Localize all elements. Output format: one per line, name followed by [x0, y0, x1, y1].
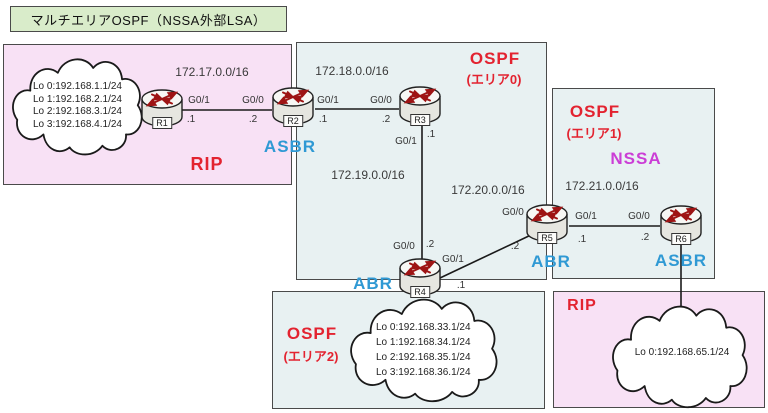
cloud-rip-left-loopbacks: Lo 0:192.168.1.1/24 Lo 1:192.168.2.1/24 … — [33, 81, 122, 131]
diagram-title-text: マルチエリアOSPF（NSSA外部LSA） — [30, 12, 267, 28]
iface-r6-g00: G0/0 — [628, 211, 650, 222]
diagram-title: マルチエリアOSPF（NSSA外部LSA） — [10, 6, 287, 32]
region-ospf-area1 — [552, 88, 715, 279]
router-r5[interactable]: R5 — [525, 203, 569, 245]
router-r2[interactable]: R2 — [271, 86, 315, 128]
label-rip-left: RIP — [190, 154, 224, 174]
cloud-rip-right-loopbacks: Lo 0:192.168.65.1/24 — [635, 347, 730, 360]
router-r1[interactable]: R1 — [140, 88, 184, 130]
role-r5-abr: ABR — [531, 252, 571, 271]
loopback-line: Lo 0:192.168.1.1/24 — [33, 81, 122, 92]
loopback-line: Lo 3:192.168.4.1/24 — [33, 118, 122, 130]
router-icon — [399, 258, 441, 296]
router-name: R3 — [410, 114, 430, 126]
router-name: R2 — [283, 115, 303, 127]
iface-r1-g01: G0/1 — [188, 95, 210, 106]
iface-r4-g01: G0/1 — [442, 254, 464, 265]
addr-r3-dot2: .2 — [381, 114, 391, 125]
addr-r5-dot1: .1 — [577, 234, 587, 245]
router-name: R5 — [537, 232, 557, 244]
network-label-172-17: 172.17.0.0/16 — [175, 65, 249, 79]
role-r6-asbr: ASBR — [654, 251, 708, 270]
label-area2: (エリア2) — [283, 349, 339, 364]
role-r4-abr: ABR — [353, 274, 393, 293]
cloud-area2-loopbacks: Lo 0:192.168.33.1/24 Lo 1:192.168.34.1/2… — [376, 320, 471, 380]
iface-r5-g01: G0/1 — [575, 211, 597, 222]
addr-r3-dot1: .1 — [426, 129, 436, 140]
label-ospf-area1: OSPF — [569, 102, 621, 121]
addr-r2-dot1: .1 — [318, 114, 328, 125]
router-icon — [272, 87, 314, 125]
iface-r2-g00: G0/0 — [242, 95, 264, 106]
loopback-line: Lo 1:192.168.34.1/24 — [376, 337, 471, 348]
label-area0: (エリア0) — [466, 72, 522, 87]
router-icon — [660, 205, 702, 243]
iface-r2-g01: G0/1 — [317, 95, 339, 106]
iface-r4-g00: G0/0 — [393, 241, 415, 252]
loopback-line: Lo 2:192.168.35.1/24 — [376, 352, 471, 363]
router-icon — [399, 86, 441, 124]
iface-r3-g01: G0/1 — [395, 136, 417, 147]
router-r3[interactable]: R3 — [398, 85, 442, 127]
router-r4[interactable]: R4 — [398, 257, 442, 299]
network-label-172-19: 172.19.0.0/16 — [331, 168, 405, 182]
router-name: R6 — [671, 233, 691, 245]
label-area1: (エリア1) — [566, 126, 622, 141]
loopback-line: Lo 2:192.168.3.1/24 — [33, 106, 122, 117]
label-ospf-area2: OSPF — [286, 324, 338, 343]
addr-r1-dot1: .1 — [186, 114, 196, 125]
loopback-line: Lo 3:192.168.36.1/24 — [376, 367, 471, 378]
addr-r4-dot1: .1 — [456, 280, 466, 291]
loopback-line: Lo 1:192.168.2.1/24 — [33, 93, 122, 105]
network-label-172-20: 172.20.0.0/16 — [451, 183, 525, 197]
iface-r5-g00: G0/0 — [502, 207, 524, 218]
addr-r2-dot2: .2 — [248, 114, 258, 125]
addr-r4-dot2: .2 — [425, 239, 435, 250]
addr-r5-dot2: .2 — [510, 241, 520, 252]
router-r6[interactable]: R6 — [659, 204, 703, 246]
addr-r6-dot2: .2 — [640, 232, 650, 243]
router-icon — [141, 89, 183, 127]
role-r2-asbr: ASBR — [263, 137, 317, 156]
label-nssa: NSSA — [610, 149, 662, 168]
label-rip-right: RIP — [567, 297, 597, 314]
network-label-172-18: 172.18.0.0/16 — [315, 64, 389, 78]
network-label-172-21: 172.21.0.0/16 — [565, 179, 639, 193]
iface-r3-g00: G0/0 — [370, 95, 392, 106]
label-ospf-area0: OSPF — [469, 49, 521, 68]
loopback-line: Lo 0:192.168.65.1/24 — [634, 347, 730, 358]
router-icon — [526, 204, 568, 242]
loopback-line: Lo 0:192.168.33.1/24 — [376, 322, 471, 333]
router-name: R1 — [152, 117, 172, 129]
router-name: R4 — [410, 286, 430, 298]
